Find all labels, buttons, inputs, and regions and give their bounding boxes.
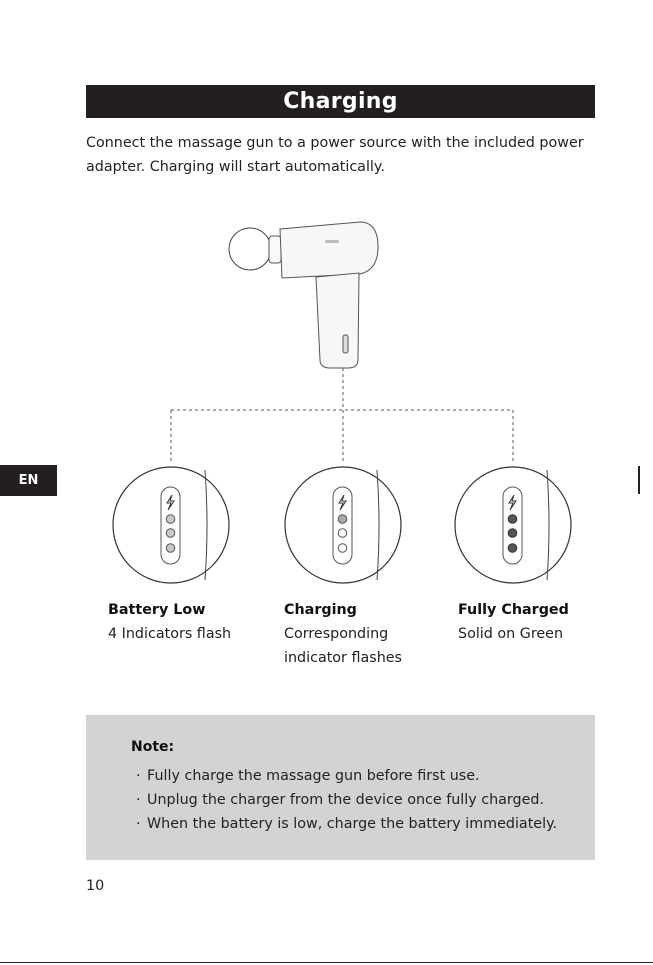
state-title: Charging: [284, 602, 357, 618]
page-number: 10: [86, 878, 105, 894]
indicator-panel: [342, 334, 349, 354]
state-description-line: Corresponding: [284, 626, 389, 642]
state-description-line: indicator flashes: [284, 650, 402, 666]
note-item: ·Unplug the charger from the device once…: [136, 792, 545, 808]
gun-handle: [315, 272, 360, 369]
note-list: ·Fully charge the massage gun before fir…: [136, 764, 557, 836]
page-bottom-rule: [0, 962, 653, 963]
logo-strip: [325, 240, 339, 243]
indicator-dot: [337, 528, 348, 538]
indicator-dot: [507, 514, 518, 524]
indicator-dot: [165, 528, 176, 538]
indicator-circle-fully-charged: [454, 466, 572, 584]
connector-lines: [170, 368, 514, 463]
indicator-circle-charging: [284, 466, 402, 584]
note-label: Note:: [131, 739, 175, 755]
gun-neck: [268, 235, 282, 264]
indicator-dot: [337, 543, 348, 553]
indicator-circle-battery-low: [112, 466, 230, 584]
lightning-icon: [508, 494, 517, 511]
massage-head: [228, 227, 272, 271]
state-description: 4 Indicators flash: [108, 626, 232, 642]
indicator-dot: [165, 514, 176, 524]
edge-marker: [638, 466, 640, 494]
massage-gun-illustration: [228, 221, 379, 369]
language-tab: EN: [0, 465, 57, 496]
indicator-dot: [165, 543, 176, 553]
state-caption-charging: Charging Corresponding indicator flashes: [284, 598, 402, 670]
lightning-icon: [338, 494, 347, 511]
note-item: ·Fully charge the massage gun before fir…: [136, 768, 480, 784]
note-box: Note: ·Fully charge the massage gun befo…: [86, 715, 595, 860]
indicator-dot: [337, 514, 348, 524]
indicator-dot: [507, 543, 518, 553]
state-description: Solid on Green: [458, 626, 564, 642]
note-item: ·When the battery is low, charge the bat…: [136, 816, 558, 832]
gun-body: [279, 221, 379, 279]
state-caption-fully-charged: Fully Charged Solid on Green: [458, 598, 569, 646]
page-title: Charging: [86, 85, 595, 118]
state-title: Battery Low: [108, 602, 206, 618]
intro-text: Connect the massage gun to a power sourc…: [86, 135, 584, 175]
lightning-icon: [166, 494, 175, 511]
charging-diagram: [112, 221, 572, 584]
indicator-dot: [507, 528, 518, 538]
state-caption-battery-low: Battery Low 4 Indicators flash: [108, 598, 231, 646]
state-title: Fully Charged: [458, 602, 569, 618]
